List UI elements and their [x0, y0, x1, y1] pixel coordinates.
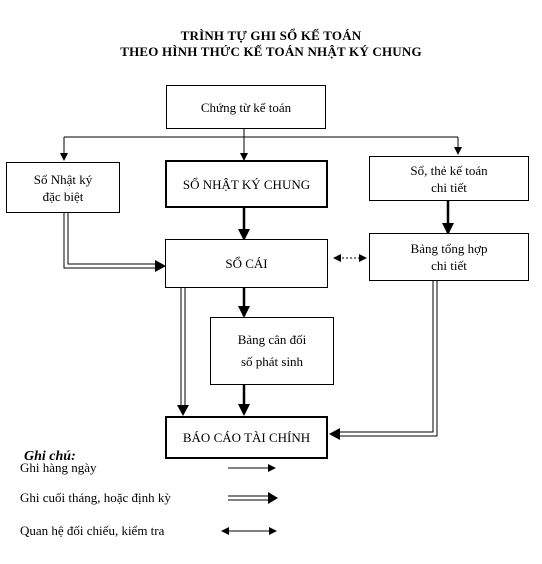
- chung-tu-label: Chứng từ kế toán: [200, 99, 292, 115]
- nk-dac-biet-label-2: đặc biệt: [42, 188, 84, 204]
- bang-can-doi-label-2: số phát sinh: [240, 354, 304, 369]
- so-the-label-2: chi tiết: [431, 179, 467, 195]
- diagram-title-line-1: TRÌNH TỰ GHI SỔ KẾ TOÁN: [180, 28, 362, 43]
- bangtonghop-to-bctc-arrow: [337, 281, 438, 437]
- legend-reconcile-label: Quan hệ đối chiếu, kiểm tra: [20, 523, 165, 538]
- chung-tu-ke-toan-box: Chứng từ kế toán: [166, 85, 326, 129]
- so-cai-box: SỔ CÁI: [165, 239, 328, 288]
- so-the-ke-toan-chi-tiet-box: Sổ, thẻ kế toán chi tiết: [369, 156, 529, 201]
- diagram-title-line-2: THEO HÌNH THỨC KẾ TOÁN NHẬT KÝ CHUNG: [120, 44, 422, 59]
- legend-periodic-arrow: [228, 495, 270, 501]
- bang-can-doi-so-phat-sinh-box: Bảng cân đối số phát sinh: [210, 317, 334, 385]
- bctc-label: BÁO CÁO TÀI CHÍNH: [182, 430, 311, 445]
- so-nhat-ky-chung-box: SỔ NHẬT KÝ CHUNG: [165, 160, 328, 208]
- so-cai-label: SỔ CÁI: [225, 256, 268, 271]
- so-nhat-ky-dac-biet-box: Sổ Nhật ký đặc biệt: [6, 162, 120, 213]
- legend-periodic-label: Ghi cuối tháng, hoặc định kỳ: [20, 490, 171, 505]
- legend-heading: Ghi chú:: [24, 449, 76, 464]
- chung-tu-branches: [60, 129, 462, 161]
- legend-daily-label: Ghi hàng ngày: [20, 460, 97, 475]
- nk-chung-label: SỔ NHẬT KÝ CHUNG: [182, 176, 311, 192]
- bang-tong-hop-chi-tiet-box: Bảng tổng hợp chi tiết: [369, 233, 529, 281]
- bang-tong-hop-label-1: Bảng tổng hợp: [410, 241, 488, 256]
- nkdb-to-socai-arrow: [63, 213, 157, 269]
- bao-cao-tai-chinh-box: BÁO CÁO TÀI CHÍNH: [165, 416, 328, 459]
- socai-to-bctc-arrow: [180, 288, 186, 410]
- nk-dac-biet-label-1: Sổ Nhật ký: [33, 171, 93, 187]
- bang-tong-hop-label-2: chi tiết: [431, 258, 467, 273]
- so-the-label-1: Sổ, thẻ kế toán: [410, 162, 488, 178]
- bang-can-doi-label-1: Bảng cân đối: [237, 332, 307, 347]
